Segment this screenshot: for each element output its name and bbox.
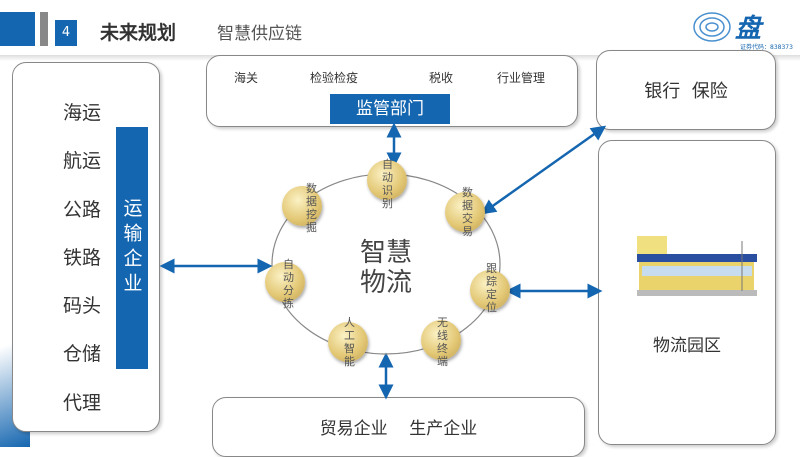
connector-arrows [159, 122, 607, 400]
transport-enterprise-label: 运输企业 [116, 127, 148, 369]
finance-label: 银行 保险 [644, 81, 728, 102]
regulation-item: 行业管理 [497, 71, 546, 85]
center-line-1: 智慧 [359, 238, 412, 268]
regulation-item: 检验检疫 [310, 71, 359, 85]
node-label: 跟踪定位 [486, 262, 497, 314]
arrow-finance [480, 125, 607, 215]
header-bar-decoration [0, 12, 35, 46]
center-line-2: 物流 [359, 268, 412, 298]
node-label: 人工智能 [344, 316, 355, 368]
page-title: 未来规划 [100, 22, 177, 44]
node-label: 自动分拣 [283, 258, 294, 310]
regulation-item: 税收 [429, 71, 454, 85]
transport-item: 代理 [63, 391, 102, 414]
node-wireless-terminal [421, 320, 461, 360]
node-label: 无线终端 [437, 316, 448, 368]
transport-item: 仓储 [63, 343, 102, 366]
company-logo: 盘 证券代码：838373 [690, 5, 795, 51]
transport-panel: 海运 航运 公路 铁路 码头 仓储 代理 运输企业 [12, 62, 160, 432]
page-subtitle: 智慧供应链 [217, 24, 302, 44]
logistics-park-label: 物流园区 [653, 336, 721, 356]
regulation-panel: 海关 检验检疫 税收 行业管理 监管部门 [206, 55, 578, 127]
node-tracking [470, 270, 510, 310]
section-number: 4 [55, 20, 77, 46]
transport-item: 公路 [63, 198, 102, 221]
svg-text:盘: 盘 [735, 14, 765, 44]
regulation-item: 海关 [234, 71, 259, 85]
node-data-mining [282, 186, 322, 226]
stock-code: 证券代码：838373 [740, 44, 793, 51]
logistics-park-image [637, 236, 757, 296]
node-auto-sorting [265, 262, 305, 302]
transport-item: 海运 [63, 102, 102, 124]
enterprise-label: 贸易企业 生产企业 [319, 419, 478, 439]
center-title: 智慧 物流 [350, 238, 422, 298]
transport-list: 海运 航运 公路 铁路 码头 仓储 代理 [63, 89, 101, 427]
node-label: 数据交易 [462, 186, 473, 238]
node-ai [328, 322, 368, 362]
node-auto-recognition [367, 160, 407, 200]
transport-item: 码头 [63, 295, 102, 318]
node-label: 数据挖掘 [306, 182, 317, 234]
regulation-department-label: 监管部门 [330, 94, 450, 124]
transport-item: 铁路 [63, 246, 102, 269]
transport-item: 航运 [63, 150, 102, 173]
logistics-park-panel: 物流园区 [598, 140, 776, 445]
header-bar-decoration [40, 12, 48, 46]
finance-panel: 银行 保险 [596, 50, 776, 130]
node-data-trading [445, 192, 485, 232]
node-label: 自动识别 [382, 158, 393, 210]
